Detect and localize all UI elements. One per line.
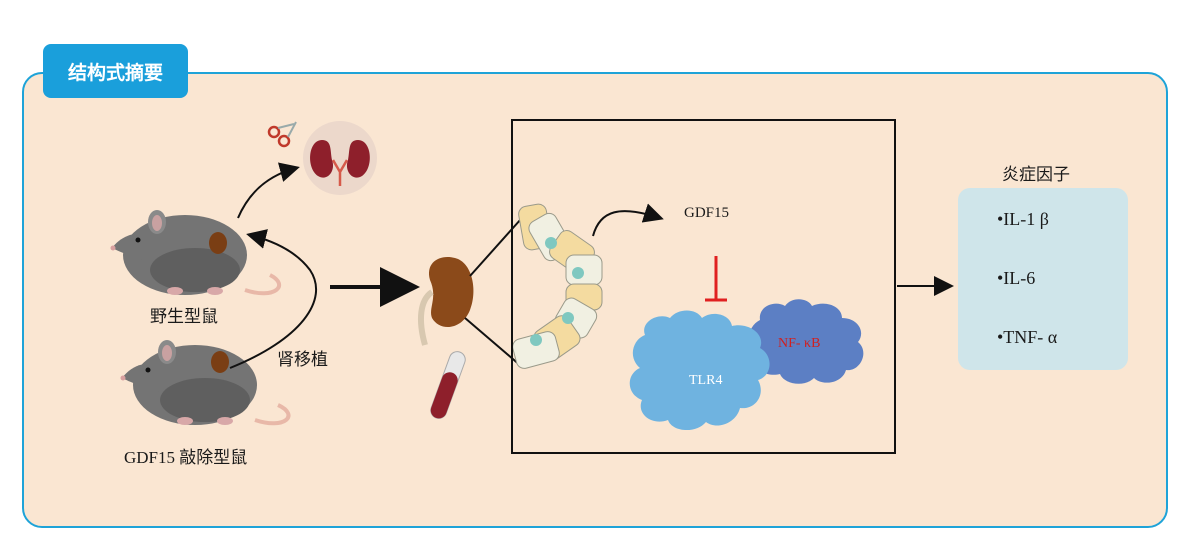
kidney-icon [417, 256, 474, 346]
harvested-kidneys-icon [303, 121, 377, 195]
blood-tube-icon [430, 351, 466, 419]
transplant-label: 肾移植 [277, 350, 328, 369]
nfkb-label: NF- κB [778, 336, 821, 351]
tubule-cells-icon [512, 203, 603, 369]
scissors-icon [267, 121, 297, 148]
cytokine-il1b: •IL-1 β [997, 209, 1049, 229]
nfkb-shape [748, 299, 864, 384]
knockout-label: GDF15 敲除型鼠 [124, 448, 248, 467]
harvest-arrow [237, 162, 300, 219]
gdf15-label: GDF15 [684, 205, 730, 221]
cytokines-title: 炎症因子 [1002, 165, 1070, 184]
wild-type-rat-icon [110, 210, 282, 296]
mechanism-box [511, 119, 896, 454]
tlr4-label: TLR4 [689, 373, 723, 388]
abstract-tab-title: 结构式摘要 [67, 61, 163, 84]
wild-type-label: 野生型鼠 [150, 307, 218, 326]
tlr4-shape [629, 310, 770, 431]
knockout-rat-icon [120, 340, 291, 426]
abstract-tab: 结构式摘要 [43, 44, 188, 98]
transplant-arrow [229, 229, 317, 369]
cytokine-il6: •IL-6 [997, 268, 1036, 288]
cytokine-box [958, 188, 1128, 370]
inhibition-symbol [705, 256, 727, 302]
cytokine-tnfa: •TNF- α [997, 327, 1058, 347]
secretion-arrow [592, 203, 664, 237]
